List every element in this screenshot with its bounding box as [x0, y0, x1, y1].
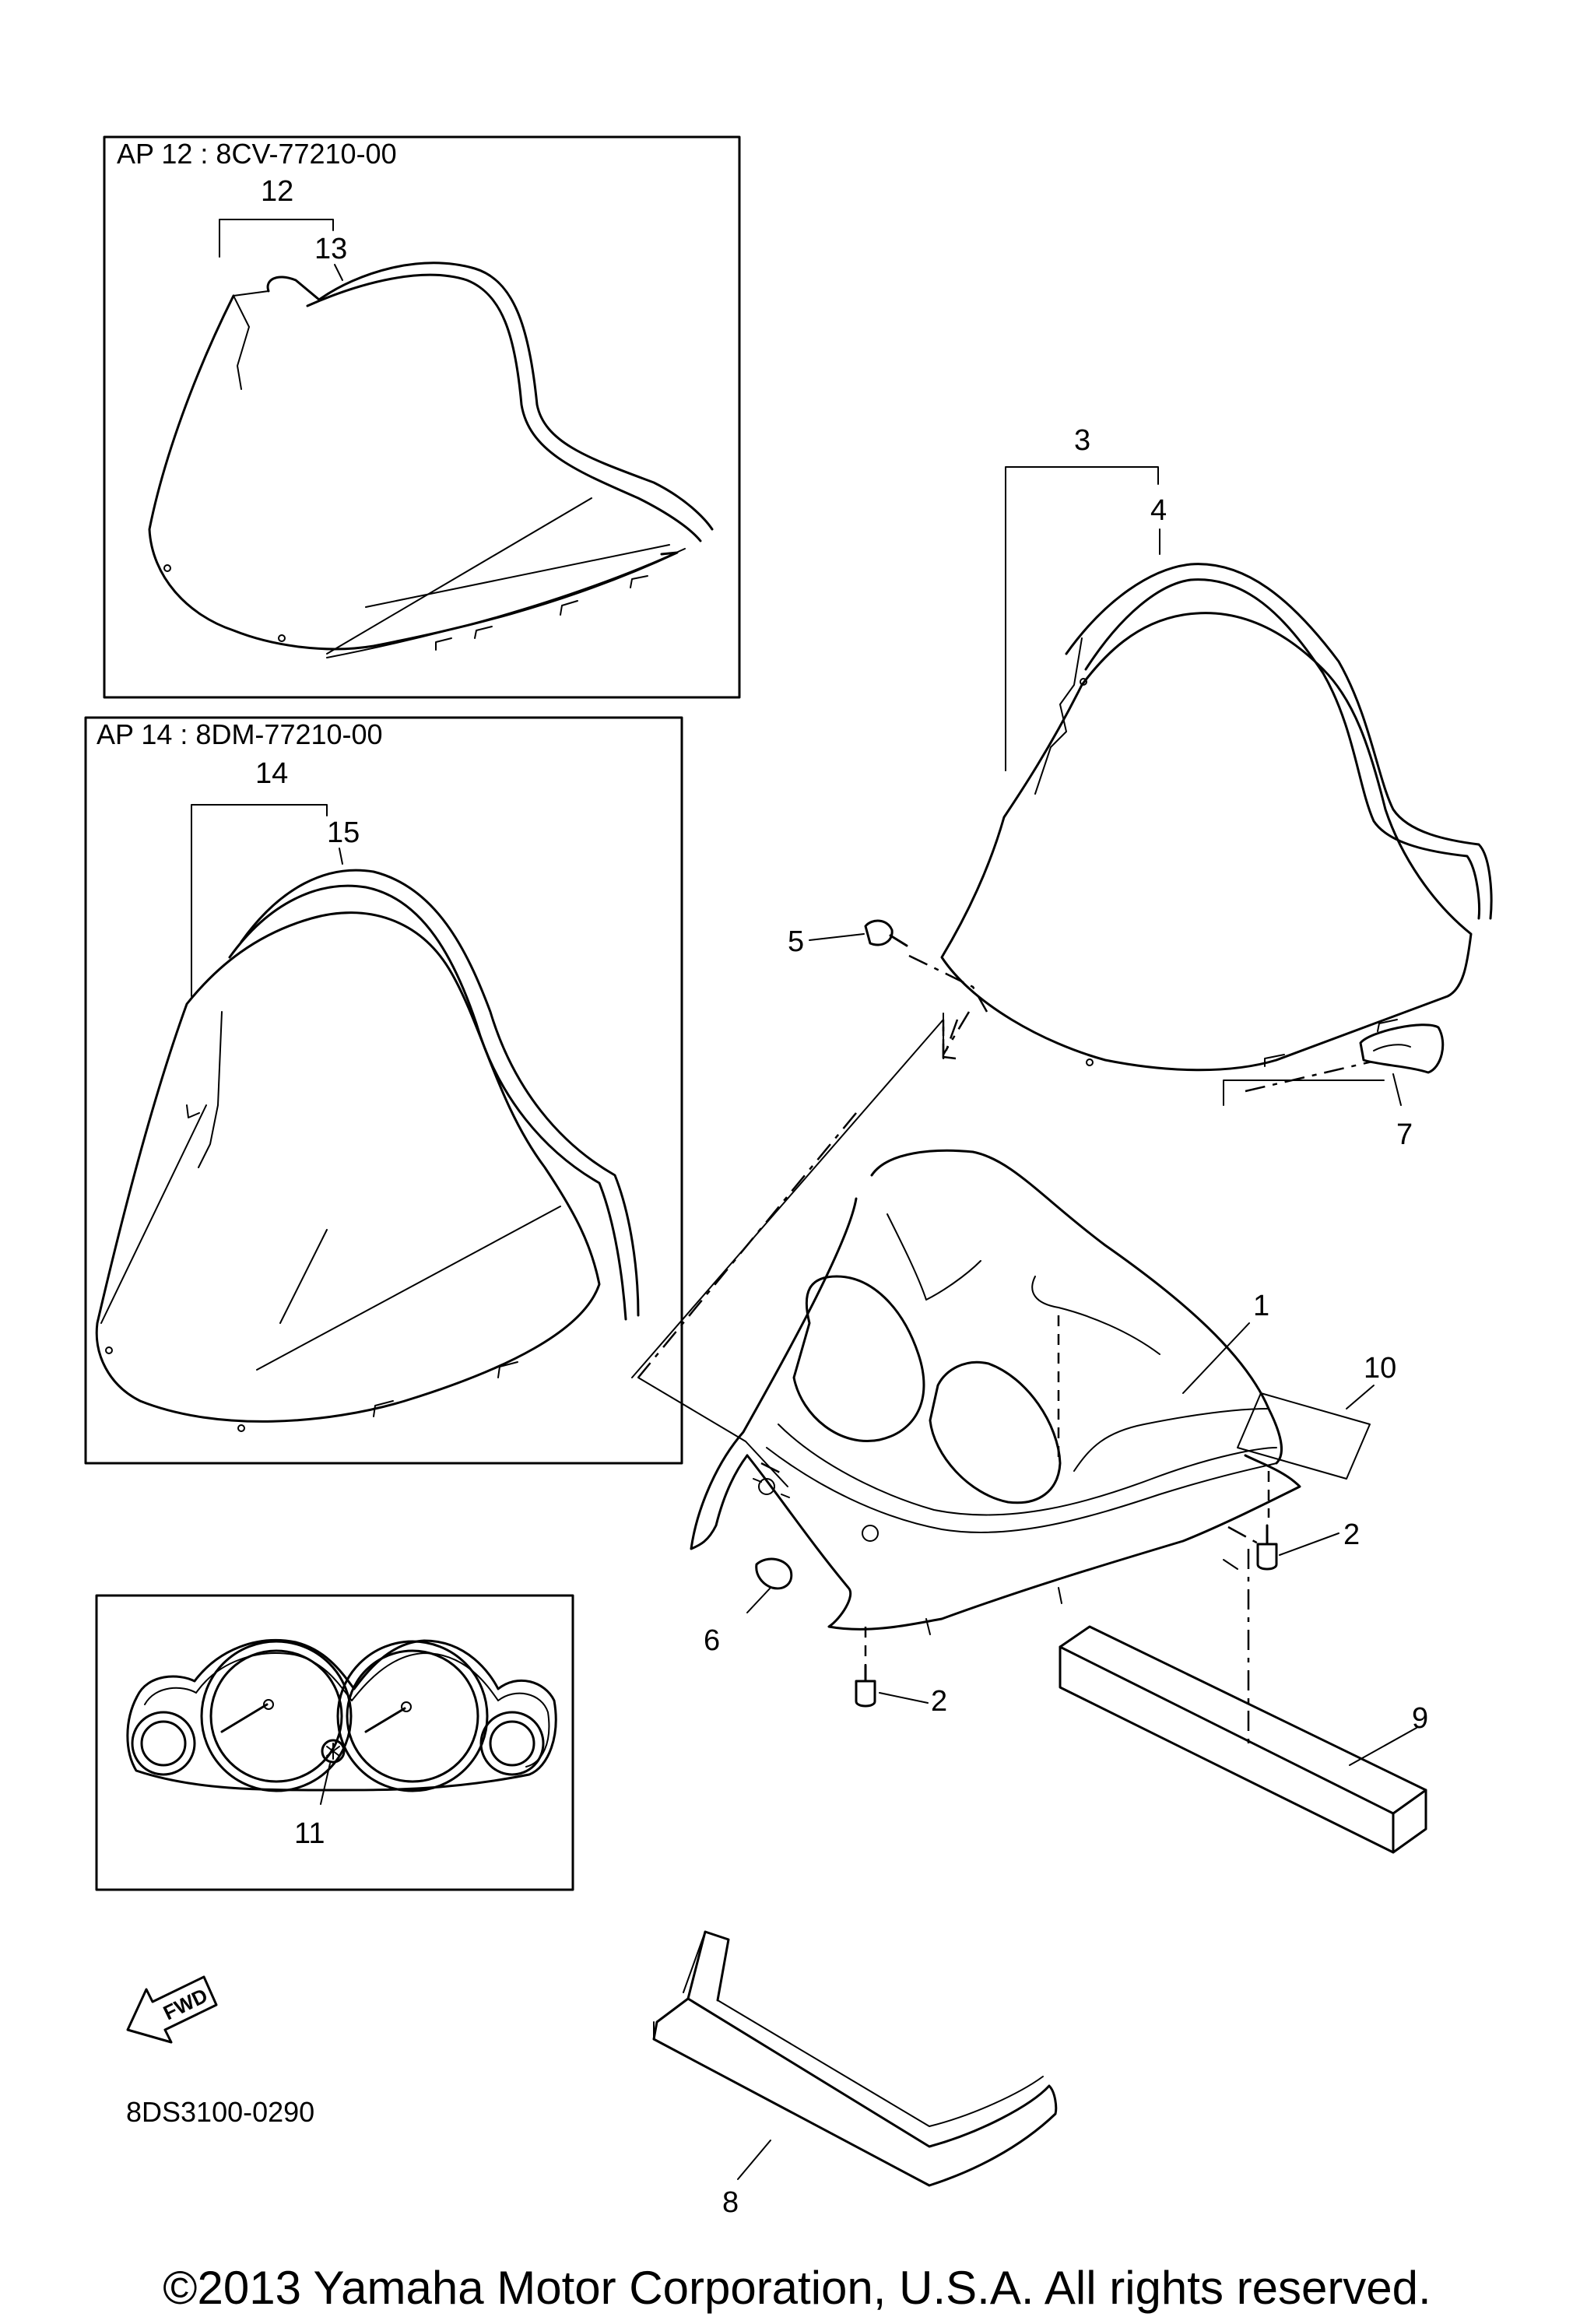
copyright-notice: ©2013 Yamaha Motor Corporation, U.S.A. A… — [163, 2262, 1431, 2314]
diagram-code: 8DS3100-0290 — [126, 2096, 314, 2128]
cowl-1: 1 — [690, 1149, 1301, 1669]
callout-13: 13 — [314, 233, 347, 265]
inset-ap14: AP 14 : 8DM-77210-00 14 15 — [84, 716, 683, 1465]
main-windshield: 3 4 — [940, 424, 1493, 1072]
callout-14: 14 — [255, 757, 288, 790]
seal-8: 8 — [652, 1930, 1058, 2219]
windshield-12 — [148, 262, 714, 658]
callout-6: 6 — [704, 1624, 720, 1657]
screw-2-right: 2 — [1256, 1518, 1360, 1571]
screw-5: 5 — [788, 919, 908, 958]
callout-2-right: 2 — [1343, 1518, 1360, 1551]
callout-12: 12 — [261, 175, 293, 208]
screw-2-left: 2 — [855, 1664, 947, 1718]
inset-ap12-label: AP 12 : 8CV-77210-00 — [117, 138, 397, 170]
callout-1: 1 — [1253, 1290, 1269, 1322]
callout-15: 15 — [327, 816, 360, 849]
callout-2-left: 2 — [931, 1685, 947, 1718]
inset-ap14-label: AP 14 : 8DM-77210-00 — [97, 718, 383, 750]
callout-4: 4 — [1150, 494, 1167, 527]
sponge-9: 9 — [1059, 1549, 1428, 1854]
meter-inset: 11 — [95, 1594, 574, 1891]
grommet-6: 6 — [704, 1557, 793, 1657]
decal-10: 10 — [1237, 1352, 1396, 1480]
callout-9: 9 — [1412, 1702, 1428, 1735]
callout-7: 7 — [1396, 1118, 1413, 1151]
callout-5: 5 — [788, 925, 804, 958]
inset-ap12: AP 12 : 8CV-77210-00 12 13 — [103, 135, 741, 699]
fwd-label: FWD — [160, 1983, 211, 2024]
clip-7: 7 — [1359, 1023, 1445, 1151]
callout-10: 10 — [1364, 1352, 1396, 1385]
callout-3: 3 — [1074, 424, 1090, 457]
callout-11: 11 — [294, 1817, 325, 1850]
fwd-arrow-icon: FWD — [126, 1975, 218, 2044]
callout-8: 8 — [722, 2186, 739, 2219]
windshield-14 — [95, 869, 640, 1432]
